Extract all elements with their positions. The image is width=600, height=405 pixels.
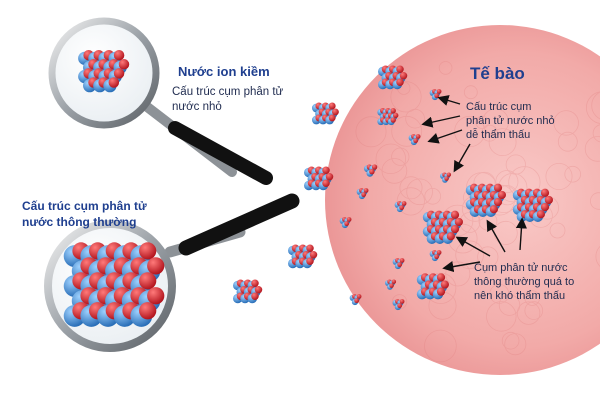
water-cluster-icon	[63, 242, 165, 327]
water-cluster-icon	[384, 279, 397, 290]
water-cluster-icon	[378, 65, 408, 90]
water-cluster-icon	[363, 164, 378, 177]
small-cluster-note-line2: phân tử nước nhỏ	[466, 115, 555, 127]
water-cluster-icon	[422, 210, 463, 244]
cell-body	[325, 25, 600, 375]
water-cluster-icon	[304, 166, 334, 191]
water-cluster-icon	[356, 188, 369, 200]
normal-water-label-line1: Cấu trúc cụm phân tử	[22, 199, 147, 213]
large-cluster-note-line1: Cụm phân tử nước	[474, 262, 568, 274]
water-cluster-icon	[311, 102, 339, 125]
normal-water-label-line2: nước thông thường	[22, 215, 137, 229]
water-cluster-icon	[512, 188, 553, 222]
water-cluster-icon	[349, 294, 362, 306]
arrow-icon	[515, 217, 528, 251]
arrow-icon	[437, 95, 461, 106]
alkaline-water-title: Nước ion kiềm	[178, 64, 270, 79]
arrow-icon	[442, 261, 481, 273]
arrow-icon	[455, 236, 491, 257]
large-cluster-note-line2: thông thường quá to	[474, 276, 575, 288]
arrow-icon	[453, 143, 471, 173]
water-cluster-icon	[439, 172, 452, 183]
magnifier-icon-normal	[44, 193, 300, 352]
water-cluster-icon	[339, 217, 352, 229]
small-cluster-note-line1: Cấu trúc cụm	[466, 101, 532, 113]
water-cluster-group	[233, 65, 553, 311]
arrow-icon	[486, 219, 506, 253]
water-cluster-icon	[288, 244, 318, 269]
water-cluster-icon	[63, 242, 165, 327]
alkaline-desc-line2: nước nhỏ	[172, 101, 222, 113]
water-cluster-icon	[78, 49, 130, 93]
water-cluster-icon	[78, 49, 130, 93]
water-cluster-icon	[408, 134, 421, 146]
water-cluster-icon	[377, 108, 399, 126]
water-cluster-icon	[429, 250, 442, 262]
water-cluster-icon	[416, 273, 449, 300]
arrow-icon	[427, 129, 463, 144]
water-cluster-icon	[394, 201, 407, 213]
alkaline-desc-line1: Cấu trúc cụm phân tử	[172, 86, 284, 98]
water-cluster-icon	[465, 183, 506, 217]
water-cluster-icon	[392, 299, 405, 311]
magnifier-icon-alkaline	[48, 17, 273, 185]
arrow-group	[421, 95, 528, 273]
cell-title: Tế bào	[470, 64, 525, 83]
water-cluster-icon	[233, 279, 263, 304]
water-cluster-icon	[392, 258, 405, 270]
large-cluster-note-line3: nên khó thẩm thấu	[474, 290, 566, 302]
small-cluster-note-line3: dễ thẩm thấu	[466, 129, 531, 141]
arrow-icon	[421, 115, 461, 128]
